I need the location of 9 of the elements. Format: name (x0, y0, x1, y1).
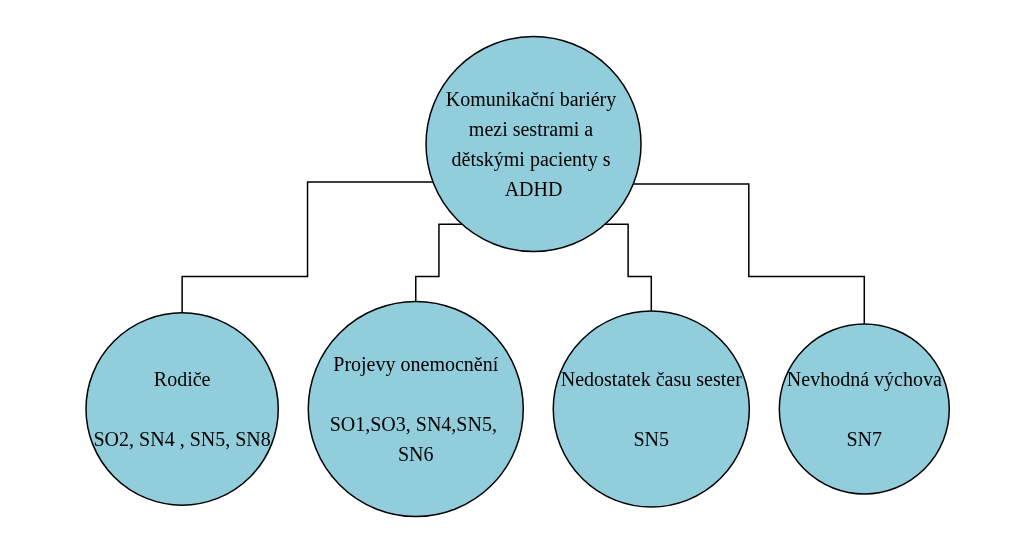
node-circle: Rodiče SO2, SN4 , SN5, SN8 (85, 312, 279, 506)
node-circle: Komunikační bariéry mezi sestrami a dětskými pacienty s ADHD (425, 35, 642, 253)
connector (181, 181, 434, 314)
connector (632, 183, 865, 325)
connector (414, 223, 463, 303)
node-circle: Nevhodná výchova SN7 (778, 323, 950, 495)
node-circle: Nedostatek času sester SN5 (552, 310, 750, 508)
connector (604, 223, 652, 312)
node-circle: Projevy onemocnění SO1,SO3, SN4,SN5, SN6 (307, 300, 524, 518)
